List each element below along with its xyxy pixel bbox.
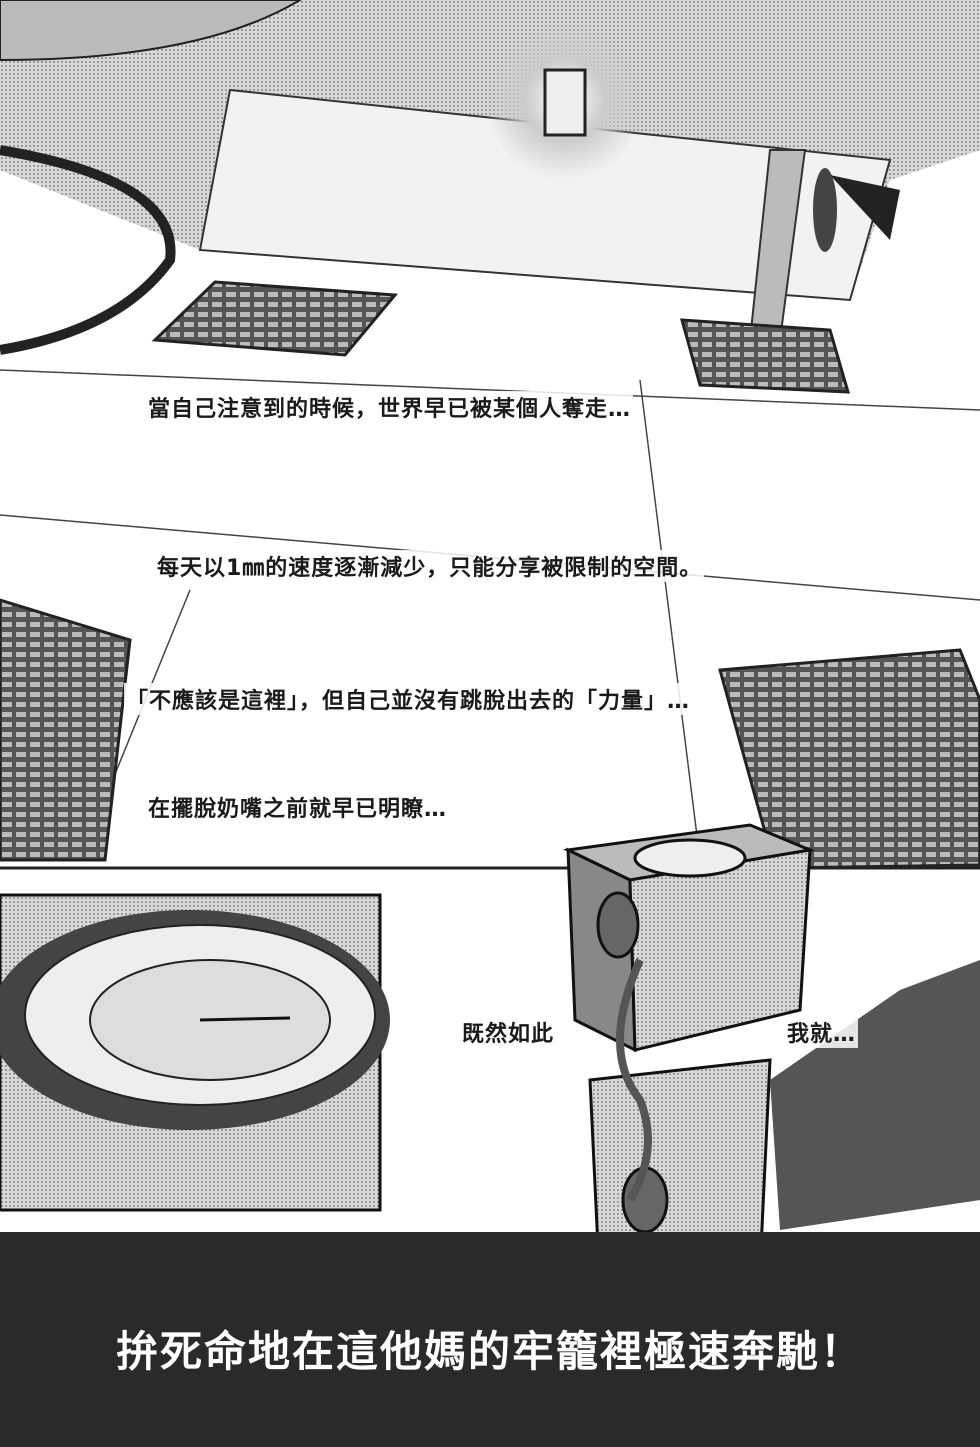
floor-vents — [0, 280, 980, 870]
caption-4: 在擺脫奶嘴之前就早已明瞭… — [146, 791, 450, 823]
caption-3: 「不應該是這裡」，但自己並沒有跳脫出去的「力量」… — [124, 683, 693, 715]
caption-1: 當自己注意到的時候，世界早已被某個人奪走… — [146, 391, 634, 423]
dial-panel — [0, 893, 390, 1212]
shadow — [770, 960, 980, 1230]
bottom-banner — [0, 1232, 980, 1447]
caption-6: 我就… — [785, 1016, 859, 1048]
caption-5: 既然如此 — [460, 1016, 557, 1048]
ceiling — [0, 0, 980, 355]
caption-2: 每天以1㎜的速度逐漸減少，只能分享被限制的空間。 — [155, 550, 705, 582]
box-object — [562, 823, 816, 1292]
banner-text: 拚死命地在這他媽的牢籠裡極速奔馳！ — [115, 1327, 864, 1376]
